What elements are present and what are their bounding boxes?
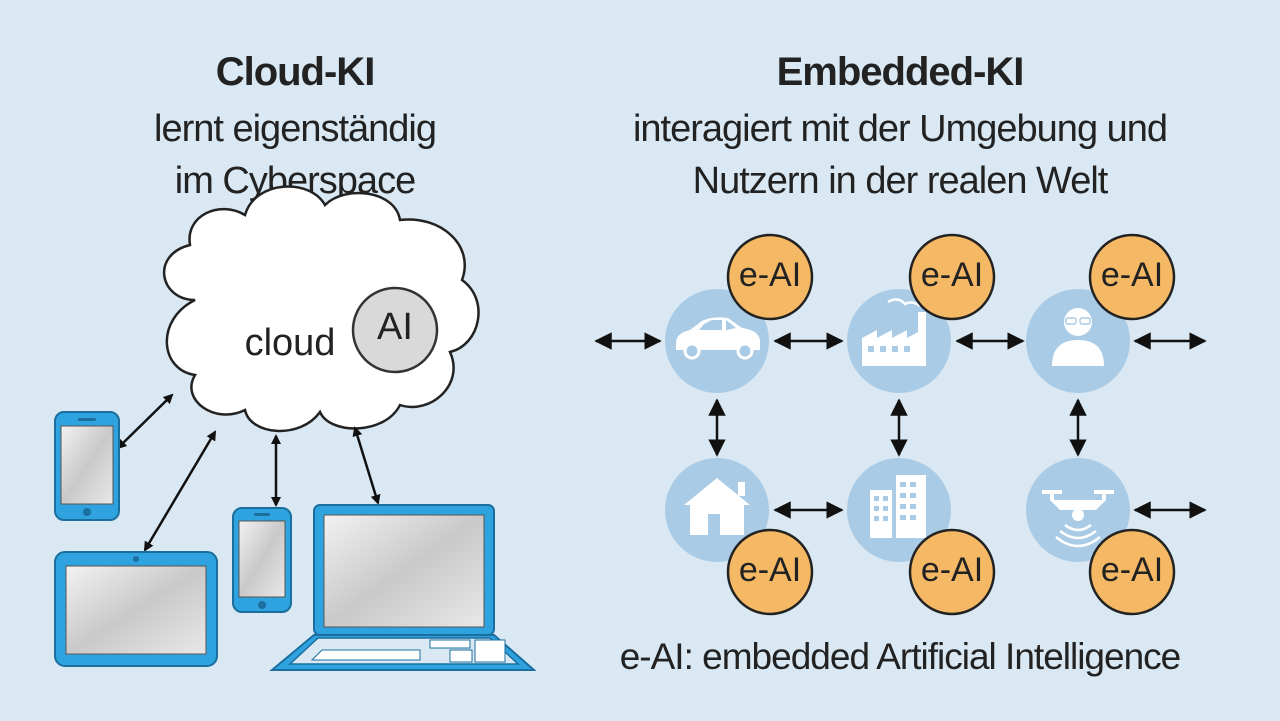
e-ai-badge-house: e-AI (738, 551, 802, 589)
car-icon (676, 317, 760, 360)
node-person (1026, 289, 1130, 393)
cloud-ki-title: Cloud-KI (215, 50, 376, 94)
node-factory (847, 289, 951, 393)
e-ai-badge-factory: e-AI (920, 256, 984, 294)
tablet-icon (54, 551, 218, 667)
e-ai-legend: e-AI: embedded Artificial Intelligence (619, 636, 1182, 677)
embedded-ki-title: Embedded-KI (776, 50, 1025, 94)
factory-icon (862, 298, 926, 366)
drone-icon (1042, 490, 1114, 548)
ai-badge-label: AI (377, 306, 413, 348)
cloud-arrows (116, 393, 381, 552)
house-icon (684, 478, 750, 535)
embedded-ki-subtitle-line2: Nutzern in der realen Welt (692, 160, 1109, 202)
node-house (665, 458, 769, 562)
cloud-ki-subtitle-line1: lernt eigenständig (154, 108, 437, 150)
e-ai-badge-drone: e-AI (1100, 551, 1164, 589)
person-icon (1052, 308, 1104, 366)
node-car (665, 289, 769, 393)
building-icon (870, 475, 926, 538)
e-ai-badge-person: e-AI (1100, 256, 1164, 294)
e-ai-badges (726, 233, 1176, 616)
cloud-label: cloud (244, 322, 336, 364)
node-drone (1026, 458, 1130, 562)
laptop-icon (269, 504, 537, 671)
node-building (847, 458, 951, 562)
e-ai-badge-building: e-AI (920, 551, 984, 589)
smartphone-left-icon (54, 411, 120, 521)
embedded-ki-subtitle-line1: interagiert mit der Umgebung und (632, 108, 1168, 150)
network-arrows (594, 332, 1207, 519)
smartphone-middle-icon (232, 507, 292, 613)
ai-badge (351, 286, 439, 374)
e-ai-badge-car: e-AI (738, 256, 802, 294)
